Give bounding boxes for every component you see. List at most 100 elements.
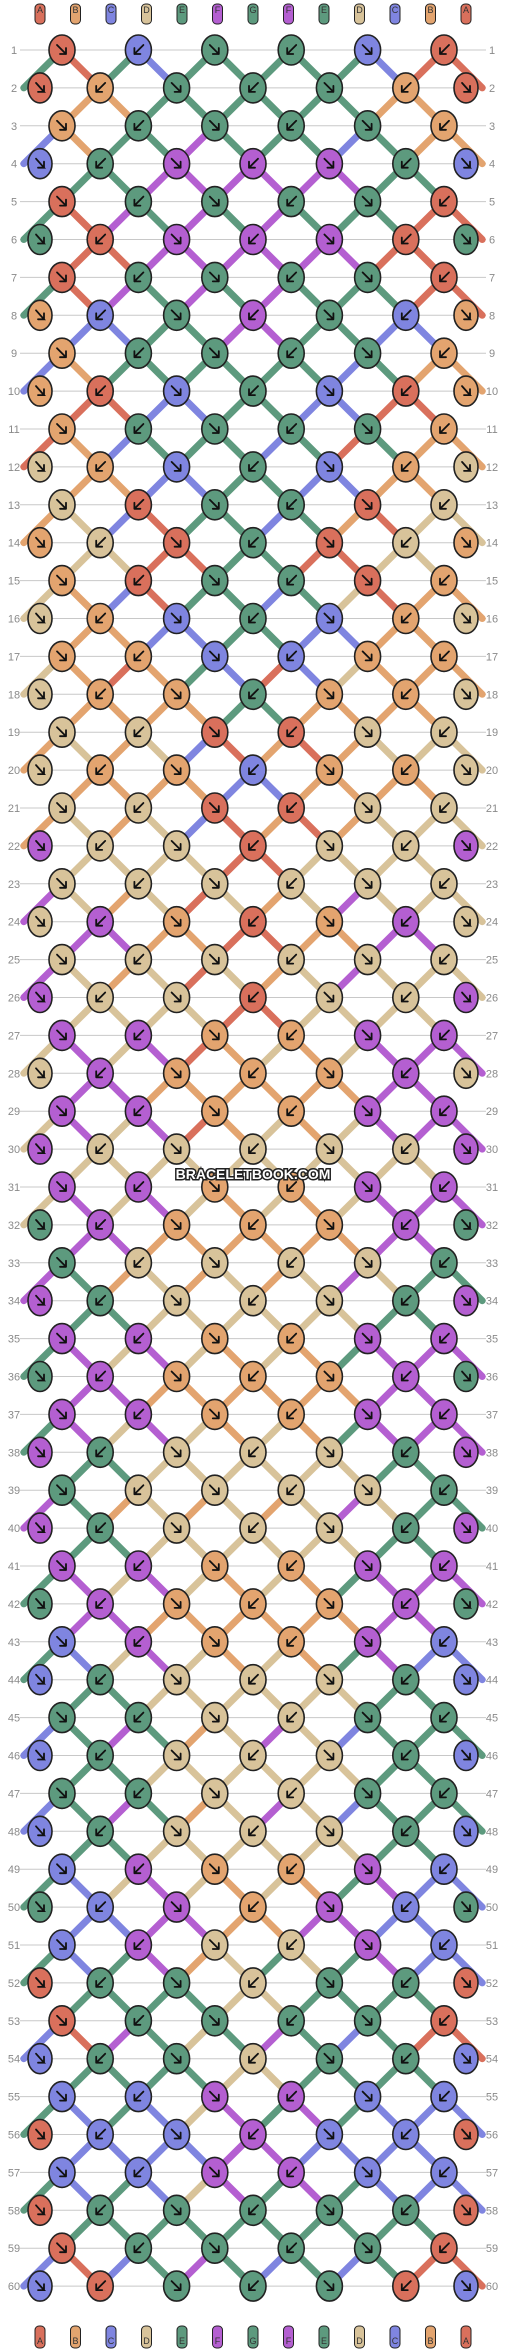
knot-arrow-icon — [133, 574, 145, 586]
knot-arrow-icon — [286, 1560, 298, 1571]
row-number-right: 47 — [486, 1788, 498, 1800]
row-number-left: 38 — [8, 1447, 20, 1459]
knot-arrow-icon — [323, 1143, 335, 1154]
knot-arrow-icon — [208, 423, 220, 434]
knot-arrow-icon — [35, 157, 47, 169]
knot-arrow-icon — [170, 2052, 182, 2064]
knot-arrow-icon — [170, 2128, 182, 2140]
row-number-right: 39 — [486, 1485, 498, 1497]
row-number-left: 41 — [8, 1561, 20, 1573]
knot-arrow-icon — [361, 347, 373, 359]
row-number-right: 41 — [486, 1561, 498, 1573]
row-number-left: 27 — [8, 1030, 20, 1042]
knot-arrow-icon — [170, 1673, 182, 1685]
knot-arrow-icon — [95, 612, 107, 624]
row-number-right: 7 — [489, 272, 495, 284]
knot-arrow-icon — [248, 1598, 259, 1609]
knot-arrow-icon — [56, 347, 67, 359]
knot-arrow-icon — [439, 877, 450, 889]
knot-arrow-icon — [170, 1143, 182, 1154]
row-number-left: 36 — [8, 1372, 20, 1384]
knot-arrow-icon — [323, 1825, 335, 1837]
knot-arrow-icon — [361, 1939, 373, 1950]
string-tab-top — [105, 3, 117, 25]
knot-arrow-icon — [323, 2128, 335, 2140]
knot-arrow-icon — [400, 840, 412, 851]
knot-arrow-icon — [133, 1408, 145, 1420]
knot-arrow-icon — [95, 536, 107, 548]
knot-arrow-icon — [361, 1787, 373, 1799]
knot-arrow-icon — [286, 1181, 298, 1192]
knot-arrow-icon — [208, 44, 220, 55]
knot-arrow-icon — [35, 1067, 47, 1079]
knot-arrow-icon — [400, 309, 412, 321]
string-tab-bottom — [460, 2325, 472, 2349]
knot-arrow-icon — [248, 688, 259, 700]
string-letter-bottom: B — [427, 2336, 433, 2346]
string-letter-bottom: F — [215, 2336, 221, 2346]
knot-arrow-icon — [361, 423, 373, 434]
knot-arrow-icon — [95, 1143, 107, 1154]
knot-arrow-icon — [248, 2052, 259, 2064]
knot-arrow-icon — [170, 1294, 182, 1306]
knot-arrow-icon — [56, 1939, 67, 1950]
knot-arrow-icon — [286, 271, 298, 283]
knot-arrow-icon — [133, 271, 145, 283]
knot-arrow-icon — [170, 991, 182, 1003]
row-number-right: 60 — [486, 2281, 498, 2293]
knot-arrow-icon — [361, 1105, 373, 1117]
knot-arrow-icon — [35, 1522, 47, 1533]
string-letter-top: A — [37, 5, 43, 15]
knot-arrow-icon — [208, 2014, 220, 2026]
row-number-left: 19 — [8, 727, 20, 739]
knot-arrow-icon — [323, 461, 335, 472]
row-number-right: 15 — [486, 576, 498, 588]
knot-arrow-icon — [361, 1711, 373, 1723]
row-number-right: 55 — [486, 2092, 498, 2104]
knot-arrow-icon — [35, 1749, 47, 1761]
knot-arrow-icon — [170, 1901, 182, 1912]
string-letter-bottom: E — [179, 2336, 185, 2346]
knot-arrow-icon — [400, 1370, 412, 1382]
knot-arrow-icon — [170, 1067, 182, 1079]
row-number-right: 8 — [489, 310, 495, 322]
knot-arrow-icon — [248, 1825, 259, 1837]
knot-arrow-icon — [248, 385, 259, 396]
knot-arrow-icon — [56, 1408, 67, 1420]
knot-arrow-icon — [461, 461, 473, 472]
row-number-right: 42 — [486, 1599, 498, 1611]
knot-arrow-icon — [286, 1484, 298, 1496]
knot-arrow-icon — [439, 1181, 450, 1192]
row-number-left: 15 — [8, 576, 20, 588]
knot-arrow-icon — [35, 2128, 47, 2140]
row-number-left: 51 — [8, 1940, 20, 1952]
knot-arrow-icon — [35, 1294, 47, 1306]
knot-arrow-icon — [361, 726, 373, 738]
knot-arrow-icon — [35, 309, 47, 321]
row-number-left: 11 — [8, 424, 19, 436]
string-letter-bottom: E — [321, 2336, 327, 2346]
knot-arrow-icon — [461, 2052, 473, 2064]
row-number-left: 37 — [8, 1409, 20, 1421]
knot-arrow-icon — [461, 2204, 473, 2216]
knot-arrow-icon — [35, 1901, 47, 1912]
row-number-right: 26 — [486, 993, 498, 1005]
row-number-right: 21 — [486, 803, 498, 815]
string-letter-top: C — [392, 5, 399, 15]
knot-arrow-icon — [286, 953, 298, 965]
row-number-right: 38 — [486, 1447, 498, 1459]
knot-arrow-icon — [56, 1256, 67, 1268]
knot-arrow-icon — [286, 2242, 298, 2254]
knot-arrow-icon — [35, 612, 47, 624]
row-number-right: 58 — [486, 2205, 498, 2217]
string-tab-bottom — [70, 2325, 81, 2349]
knot-arrow-icon — [323, 764, 335, 775]
knot-arrow-icon — [95, 1446, 107, 1458]
knot-arrow-icon — [286, 1332, 298, 1344]
knot-arrow-icon — [208, 2166, 220, 2178]
knot-arrow-icon — [248, 2128, 259, 2140]
knot-arrow-icon — [35, 82, 47, 93]
knot-arrow-icon — [323, 991, 335, 1003]
knot-arrow-icon — [400, 1977, 412, 1988]
row-number-left: 14 — [8, 538, 20, 550]
